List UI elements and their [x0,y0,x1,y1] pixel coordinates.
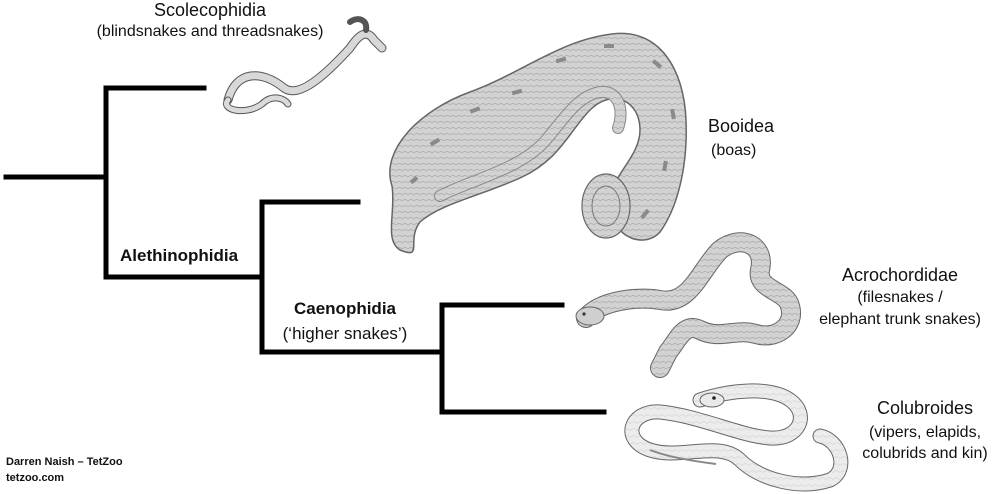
blindsnake-drawing [223,16,387,115]
credit-author: Darren Naish – TetZoo [6,456,123,468]
colubroid-drawing [624,383,849,492]
caenophidia-label: Caenophidia [293,299,396,318]
colubroides-desc-line1: (vipers, elapids, [868,424,982,441]
colubroides-name: Colubroides [876,398,974,418]
scolecophidia-desc: (blindsnakes and threadsnakes) [96,23,324,40]
scolecophidia-name: Scolecophidia [153,0,267,20]
boa-drawing [389,32,687,254]
acrochordidae-desc-line2: elephant trunk snakes) [819,311,981,328]
credit-url: tetzoo.com [6,472,65,484]
caenophidia-desc: (‘higher snakes’) [282,324,408,343]
alethinophidia-label: Alethinophidia [120,246,239,265]
filesnake-drawing [575,232,802,378]
acrochordidae-name: Acrochordidae [841,265,959,285]
booidea-desc: (boas) [711,142,757,159]
acrochordidae-desc-line1: (filesnakes / [857,289,943,306]
booidea-name: Booidea [708,116,775,136]
scolecophidia-label: Scolecophidia [80,0,340,22]
tree-branches [3,85,607,415]
colubroides-desc-line2: colubrids and kin) [862,445,988,462]
